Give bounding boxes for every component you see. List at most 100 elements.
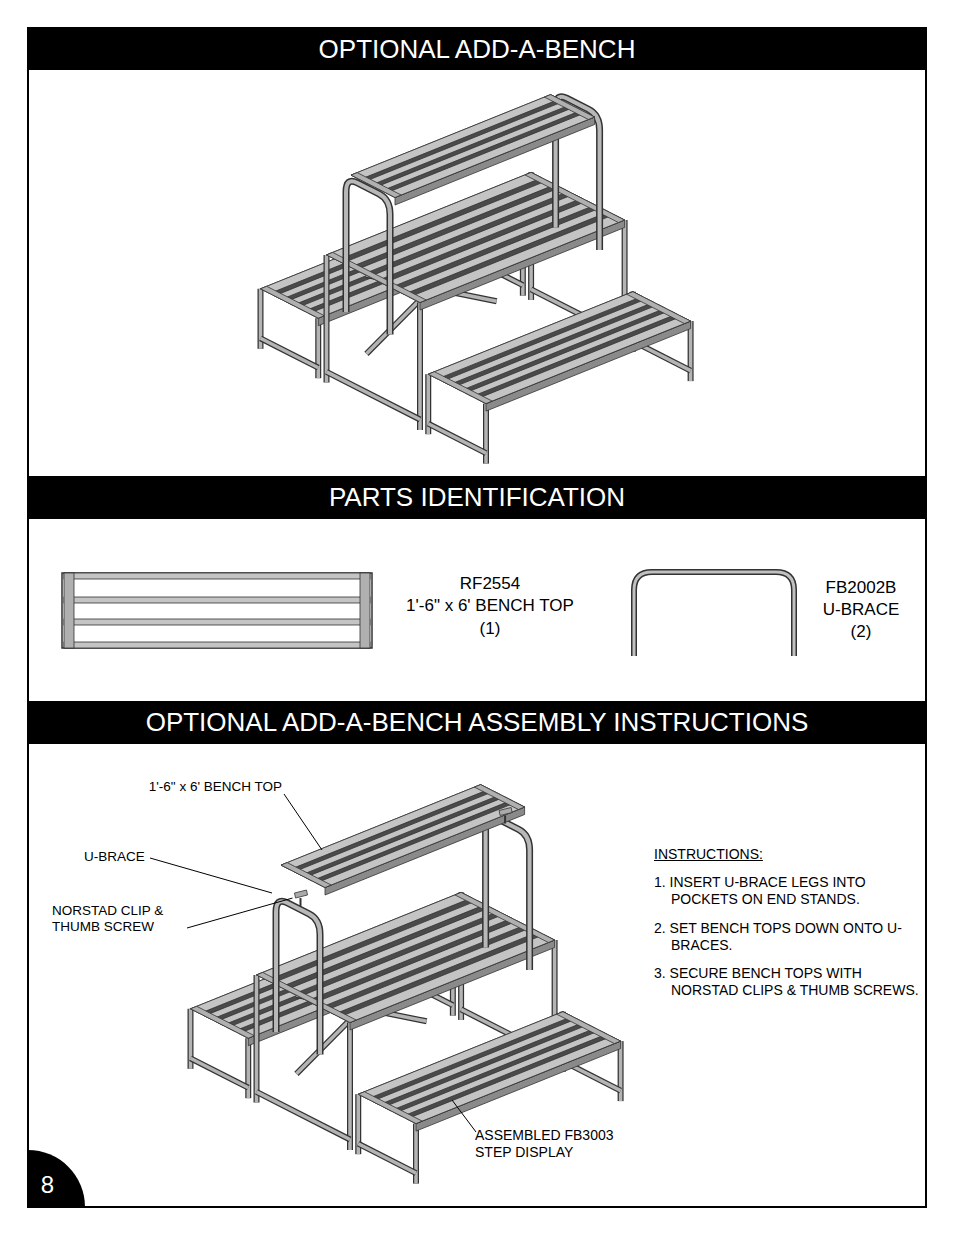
bench-end-rail bbox=[281, 863, 331, 888]
bench-stretcher bbox=[257, 1092, 351, 1140]
instruction-step: 2. SET BENCH TOPS DOWN ONTO U-BRACES. bbox=[654, 920, 922, 954]
u-brace-part bbox=[634, 572, 794, 656]
bench-leg bbox=[347, 1023, 353, 1151]
slat bbox=[64, 597, 370, 603]
bench-leg bbox=[255, 975, 259, 1103]
thumb-screw bbox=[300, 898, 302, 906]
bench-end-rail bbox=[544, 95, 594, 120]
part-name: U-BRACE bbox=[796, 600, 926, 620]
bench-end-rail bbox=[257, 972, 357, 1022]
bench-slat bbox=[299, 914, 512, 1001]
bench-top bbox=[351, 95, 595, 198]
bench-stretcher bbox=[261, 338, 319, 367]
leader-line bbox=[187, 898, 293, 928]
section-header-text: PARTS IDENTIFICATION bbox=[329, 482, 625, 513]
step-display bbox=[261, 95, 691, 464]
bench-slat bbox=[383, 201, 596, 288]
bench-stretcher bbox=[358, 1144, 416, 1173]
bench-end-rail bbox=[525, 172, 625, 222]
section-header: OPTIONAL ADD-A-BENCH bbox=[28, 28, 926, 70]
bench-slat bbox=[369, 194, 582, 281]
bench-stretcher bbox=[358, 1144, 416, 1173]
bench-slat bbox=[305, 797, 511, 881]
bench-stretcher bbox=[261, 338, 319, 367]
bench-leg bbox=[348, 1023, 352, 1151]
thumb-screw bbox=[504, 816, 506, 824]
part-quantity: (2) bbox=[796, 622, 926, 642]
leader-line bbox=[150, 858, 272, 893]
bench-end-rail bbox=[627, 292, 691, 324]
bench-slat bbox=[442, 299, 653, 385]
part-number: FB2002B bbox=[796, 578, 926, 598]
callout-label: 1'-6" x 6' BENCH TOP bbox=[110, 779, 282, 795]
section-header-text: OPTIONAL ADD-A-BENCH ASSEMBLY INSTRUCTIO… bbox=[146, 707, 809, 738]
part-number: RF2554 bbox=[370, 574, 610, 594]
bench-slat bbox=[281, 785, 489, 870]
bench-slat bbox=[351, 95, 559, 180]
bench-leg bbox=[254, 975, 260, 1103]
bench-top bbox=[358, 1012, 620, 1124]
part-name: 1'-6" x 6' BENCH TOP bbox=[370, 596, 610, 616]
u-brace bbox=[346, 181, 390, 334]
bench-slat bbox=[375, 107, 581, 191]
bench-end-rail bbox=[358, 1092, 422, 1124]
bench-slat bbox=[294, 791, 500, 875]
bench-leg bbox=[417, 303, 423, 431]
bench-leg bbox=[324, 255, 330, 383]
bench-slat bbox=[358, 1012, 572, 1099]
bench-end-rail bbox=[474, 785, 524, 810]
bench-top bbox=[281, 785, 525, 888]
bench-end-rail bbox=[557, 1012, 621, 1044]
bench-slat bbox=[372, 1019, 583, 1105]
bench-slat bbox=[364, 101, 570, 185]
bench-stretcher bbox=[428, 424, 486, 453]
bench-end-rail bbox=[351, 173, 401, 198]
section-header: OPTIONAL ADD-A-BENCH ASSEMBLY INSTRUCTIO… bbox=[28, 701, 926, 744]
bench-stretcher bbox=[191, 1058, 249, 1087]
instruction-step: 3. SECURE BENCH TOPS WITH NORSTAD CLIPS … bbox=[654, 965, 922, 999]
page-number: 8 bbox=[28, 1150, 85, 1207]
instructions-heading: INSTRUCTIONS: bbox=[654, 846, 854, 863]
parts-pictures bbox=[62, 572, 794, 656]
bench-stretcher bbox=[428, 424, 486, 453]
leader-line bbox=[452, 1100, 476, 1132]
norstad-clip bbox=[295, 890, 308, 898]
bench-slat bbox=[384, 1025, 596, 1111]
slat bbox=[64, 619, 370, 625]
bench-end-rail bbox=[191, 1006, 255, 1038]
slat bbox=[64, 642, 370, 648]
end-rail bbox=[360, 573, 370, 648]
bench-stretcher bbox=[327, 372, 421, 420]
slat bbox=[64, 573, 370, 579]
u-brace-part bbox=[634, 572, 794, 656]
leader-line bbox=[284, 794, 322, 850]
bench-leg bbox=[418, 303, 422, 431]
callout-label: U-BRACE bbox=[84, 849, 150, 865]
bench-top-part bbox=[62, 573, 372, 648]
instruction-step: 1. INSERT U-BRACE LEGS INTO POCKETS ON E… bbox=[654, 874, 922, 908]
bench-slat bbox=[313, 921, 526, 1008]
bench-end-rail bbox=[428, 372, 492, 404]
part-quantity: (1) bbox=[370, 619, 610, 639]
bench-slat bbox=[428, 292, 642, 379]
page-number-text: 8 bbox=[41, 1171, 54, 1199]
bench-top bbox=[428, 292, 690, 404]
callout-label: NORSTAD CLIP & THUMB SCREW bbox=[52, 903, 192, 935]
callout-label: ASSEMBLED FB3003 STEP DISPLAY bbox=[475, 1127, 645, 1161]
section-header-text: OPTIONAL ADD-A-BENCH bbox=[319, 34, 636, 65]
page-frame bbox=[28, 28, 926, 1207]
u-brace bbox=[486, 817, 530, 970]
bench-stretcher bbox=[191, 1058, 249, 1087]
bench-stretcher bbox=[327, 372, 421, 420]
bench-leg bbox=[325, 255, 329, 383]
u-brace bbox=[276, 901, 320, 1054]
u-brace bbox=[346, 181, 390, 334]
bench-end-rail bbox=[261, 286, 325, 318]
step-display bbox=[191, 785, 621, 1184]
bench-stretcher bbox=[257, 1092, 351, 1140]
end-rail bbox=[64, 573, 74, 648]
bench-end-rail bbox=[327, 252, 427, 302]
bench-end-rail bbox=[455, 892, 555, 942]
u-brace bbox=[276, 901, 320, 1054]
